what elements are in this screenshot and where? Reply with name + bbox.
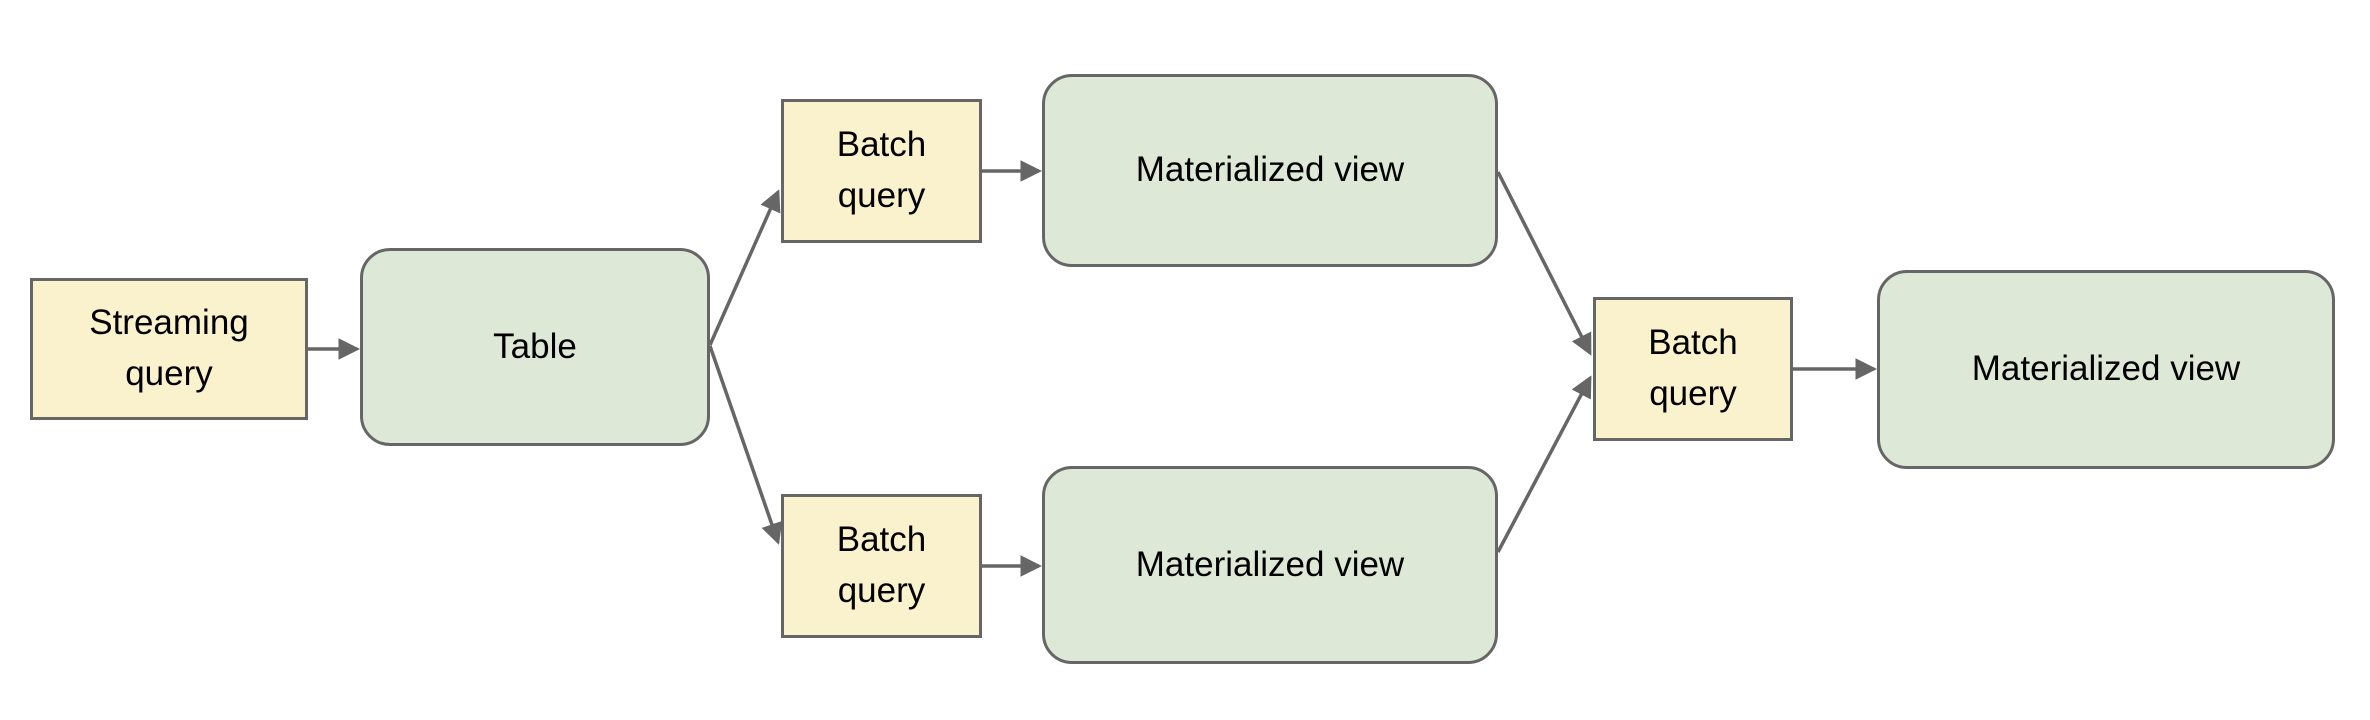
node-label-materialized-view-top: Materialized view [1135, 150, 1405, 190]
node-streaming-query: Streaming query [30, 278, 308, 420]
edge-group [308, 160, 1878, 577]
node-label-table: Table [493, 326, 577, 366]
node-materialized-view-right: Materialized view [1877, 270, 2335, 469]
node-label-materialized-view-right: Materialized view [1971, 349, 2241, 389]
node-label-batch-query-top: Batch query [836, 125, 927, 215]
edge-materialized-view-top-to-batch-query-right [1496, 171, 1592, 356]
node-batch-query-right: Batch query [1593, 297, 1793, 441]
node-table: Table [360, 248, 710, 446]
edge-table-to-batch-query-top [708, 189, 781, 346]
node-label-batch-query-right: Batch query [1648, 323, 1738, 413]
edge-materialized-view-bottom-to-batch-query-right [1496, 375, 1592, 553]
edge-table-to-batch-query-bottom [708, 345, 783, 545]
node-batch-query-bottom: Batch query [781, 494, 982, 638]
node-label-streaming-query: Streaming query [89, 303, 249, 393]
node-materialized-view-bottom: Materialized view [1042, 466, 1498, 664]
node-batch-query-top: Batch query [781, 99, 982, 243]
node-label-materialized-view-bottom: Materialized view [1135, 544, 1405, 584]
node-label-batch-query-bottom: Batch query [836, 520, 927, 610]
node-materialized-view-top: Materialized view [1042, 74, 1498, 267]
